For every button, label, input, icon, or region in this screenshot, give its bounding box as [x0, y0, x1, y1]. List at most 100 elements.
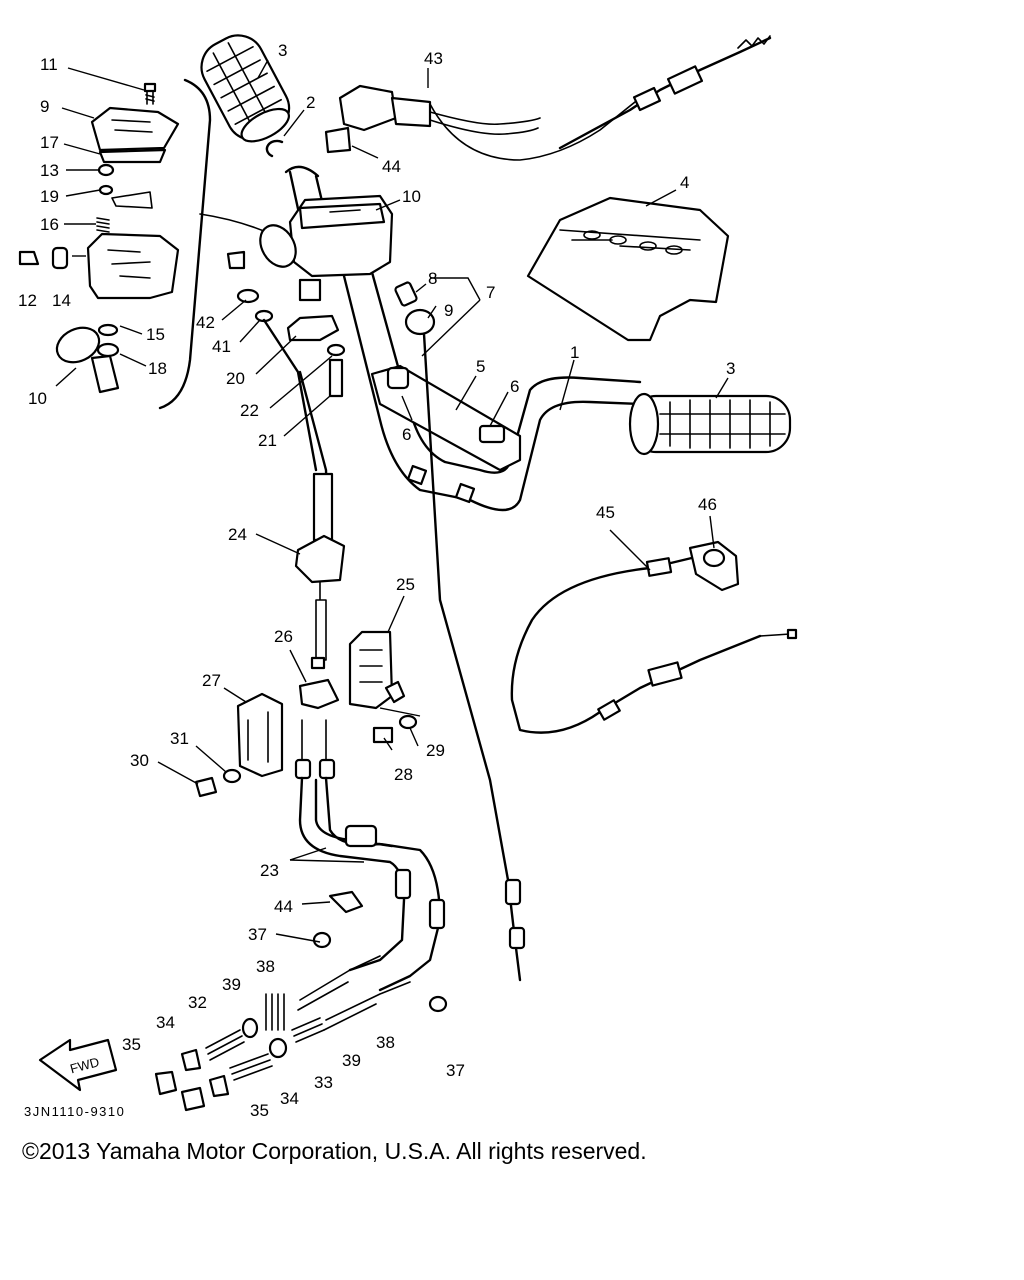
callout-6-b: 6 [402, 425, 411, 444]
callout-46: 46 [698, 495, 717, 514]
washer-33-drawing [222, 768, 242, 784]
callout-31: 29 [426, 741, 445, 760]
callout-17: 15 [146, 325, 165, 344]
spring-34-b-drawing [229, 1053, 273, 1081]
callout-28: 26 [274, 627, 293, 646]
nut-15-drawing [97, 163, 115, 177]
callout-23: 21 [258, 431, 277, 450]
ring-2-drawing [265, 139, 284, 158]
leader-lines [55, 59, 729, 943]
callout-9: 9 [444, 301, 453, 320]
callout-32: 30 [130, 751, 149, 770]
washer-31-drawing [398, 714, 418, 730]
callout-24: 22 [240, 401, 259, 420]
callout-37-a: 37 [248, 925, 267, 944]
callout-15: 13 [40, 161, 59, 180]
washer-20-drawing [96, 342, 120, 358]
washer-39-a-drawing [241, 1017, 259, 1039]
callout-27: 25 [396, 575, 415, 594]
nut-37-a-drawing [312, 931, 332, 949]
callout-33: 31 [170, 729, 189, 748]
fwd-arrow: FWD [38, 1038, 118, 1092]
callout-41: 42 [196, 313, 215, 332]
nut-36-a-drawing [154, 1070, 178, 1096]
clip-43-drawing [328, 890, 364, 914]
screw-13-drawing [143, 82, 157, 105]
callout-35-a: 34 [156, 1013, 175, 1032]
callout-34-b: 33 [314, 1073, 333, 1092]
callout-14: 12 [18, 291, 37, 310]
callout-22: 20 [226, 369, 245, 388]
callout-29: 27 [202, 671, 221, 690]
screw-32-drawing [194, 776, 218, 798]
callout-34-a: 32 [188, 993, 207, 1012]
callout-19: 17 [40, 133, 59, 152]
gasket-19-drawing [98, 148, 167, 164]
callout-4: 4 [680, 173, 689, 192]
part-16-drawing [51, 246, 69, 270]
callout-38-b: 38 [376, 1033, 395, 1052]
switch-block-42-drawing [324, 84, 641, 161]
spring-18-drawing [96, 217, 110, 233]
callout-12: 10 [28, 389, 47, 408]
callout-36-a: 35 [122, 1035, 141, 1054]
bracket-26-drawing [294, 534, 346, 584]
lever-46-drawing [688, 540, 740, 592]
washer-39-b-drawing [268, 1037, 288, 1059]
callout-5: 5 [476, 357, 485, 376]
callout-35-b: 34 [280, 1089, 299, 1108]
unit-27-drawing [348, 630, 406, 710]
throttle-cables-25-drawing [294, 719, 446, 992]
handlebar-cover-4-drawing [526, 196, 730, 342]
callout-20: 18 [148, 359, 167, 378]
switch-housing-drawing [86, 232, 180, 300]
diagram-code: 3JN1110-9310 [24, 1104, 126, 1119]
cable-45-drawing [510, 554, 762, 734]
callout-6-a: 6 [510, 377, 519, 396]
callout-30: 28 [394, 765, 413, 784]
callout-40: 41 [212, 337, 231, 356]
callout-38-a: 38 [256, 957, 275, 976]
part-9-drawing [404, 308, 436, 336]
cap-35-b-drawing [208, 1074, 230, 1098]
cable-42-drawing [558, 36, 772, 150]
part-8-drawing [394, 281, 418, 307]
callout-42: 43 [424, 49, 443, 68]
callout-3-left: 3 [278, 41, 287, 60]
spring-38-a-drawing [265, 993, 285, 1031]
handlebar-1-drawing [288, 170, 642, 512]
cap-35-a-drawing [180, 1048, 202, 1072]
switch-housing-10-drawing [259, 194, 394, 302]
callout-45: 45 [596, 503, 615, 522]
part-28-drawing [298, 678, 340, 710]
fwd-label: FWD [68, 1054, 100, 1076]
callout-11: 9 [40, 97, 49, 116]
callout-39-b: 39 [342, 1051, 361, 1070]
knob-12-drawing [55, 326, 101, 364]
callout-26: 24 [228, 525, 247, 544]
callout-3-right: 3 [726, 359, 735, 378]
spring-38-b-drawing [291, 1017, 325, 1043]
copyright-notice: ©2013 Yamaha Motor Corporation, U.S.A. A… [22, 1138, 647, 1164]
screw-14-drawing [18, 250, 40, 266]
callout-36-b: 35 [250, 1101, 269, 1120]
screw-30-drawing [372, 726, 394, 744]
callout-2: 2 [306, 93, 315, 112]
switch-cover-11-drawing [90, 106, 180, 152]
assembly-bracket [158, 78, 212, 410]
callout-13: 11 [40, 55, 58, 74]
right-grip-drawing [628, 392, 792, 456]
callout-39-a: 39 [222, 975, 241, 994]
washer-17-drawing [97, 323, 119, 337]
callout-16: 14 [52, 291, 71, 310]
callout-43: 44 [274, 897, 293, 916]
callout-21: 19 [40, 187, 59, 206]
callout-numbers: 11 9 17 13 19 16 12 14 15 18 10 3 2 43 4… [18, 41, 735, 1120]
nut-36-b-drawing [180, 1086, 206, 1112]
callout-8: 8 [428, 269, 437, 288]
callout-10: 10 [402, 187, 421, 206]
throttle-housing-5-drawing [370, 364, 522, 472]
nut-37-b-drawing [428, 995, 448, 1013]
